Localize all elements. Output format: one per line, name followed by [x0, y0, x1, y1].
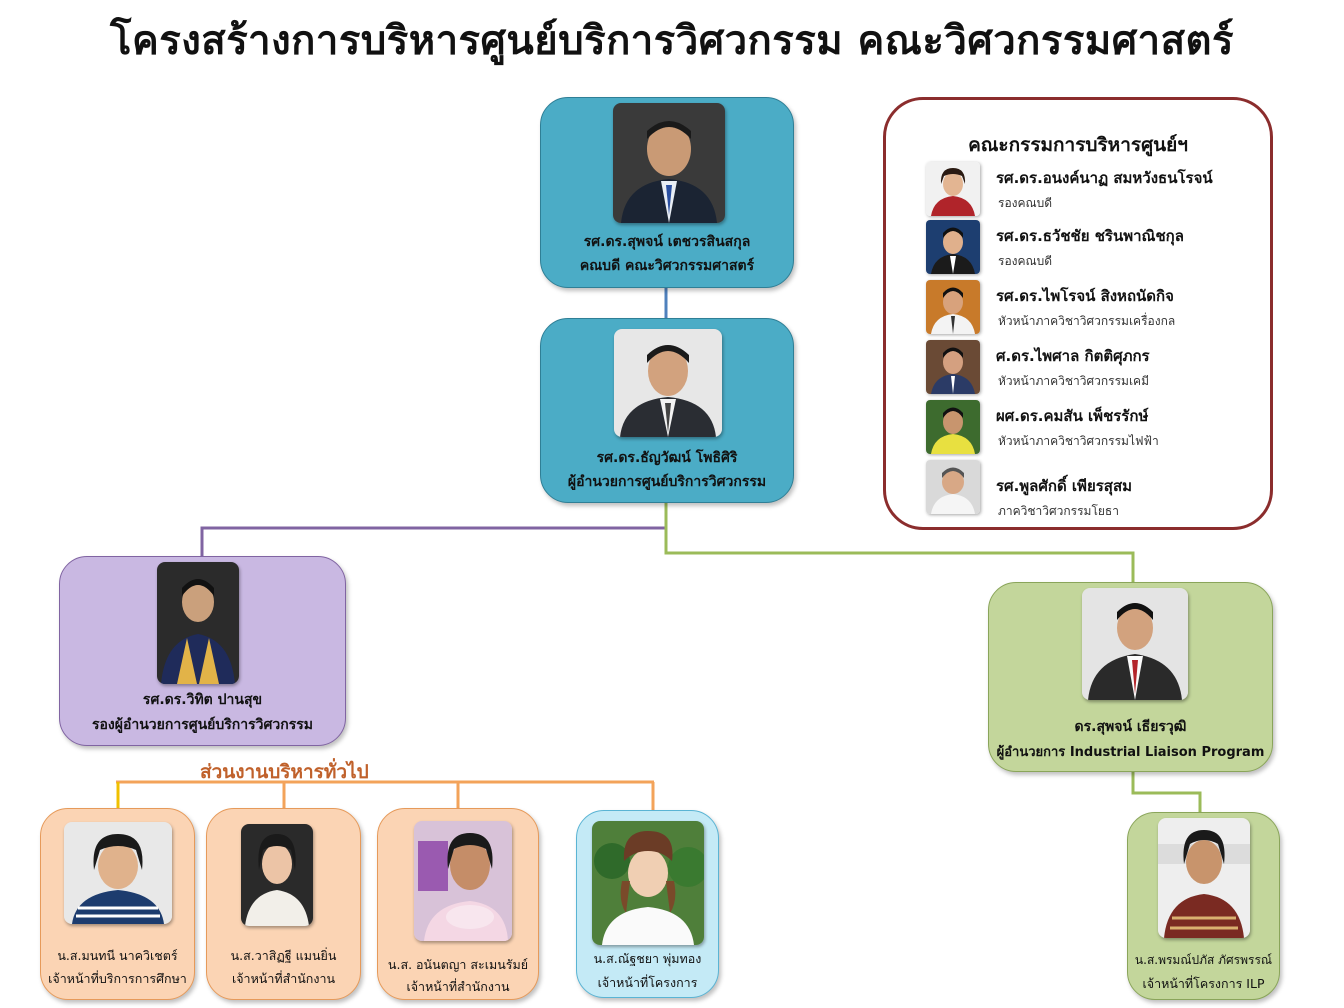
member-role: หัวหน้าภาควิชาวิศวกรรมเครื่องกล [998, 314, 1176, 328]
director-to-ilp-line [664, 503, 1135, 582]
committee-panel: คณะกรรมการบริหารศูนย์ฯ รศ.ดร.อนงค์นาฏ สม… [883, 97, 1273, 530]
ilp-photo [1082, 588, 1188, 700]
ilp-to-ilp-staff-line [1131, 772, 1202, 812]
member-role: หัวหน้าภาควิชาวิศวกรรมไฟฟ้า [998, 434, 1159, 448]
staff-photo [592, 821, 704, 945]
member-name: รศ.ดร.ไพโรจน์ สิงหถนัดกิจ [996, 287, 1174, 305]
committee-member: รศ.ดร.ธวัชชัย ชรินพาณิชกุล รองคณบดี [926, 220, 1266, 276]
member-name: ศ.ดร.ไพศาล กิตติศุภกร [996, 347, 1150, 365]
staff-name: น.ส.ณัฐชยา พุ่มทอง [593, 951, 702, 966]
general-admin-label: ส่วนงานบริหารทั่วไป [200, 761, 369, 783]
committee-title: คณะกรรมการบริหารศูนย์ฯ [968, 134, 1188, 156]
deputy-role: รองผู้อำนวยการศูนย์บริการวิศวกรรม [91, 717, 313, 733]
dean-photo [613, 103, 725, 223]
director-box: รศ.ดร.ธัญวัฒน์ โพธิศิริ ผู้อำนวยการศูนย์… [540, 318, 794, 503]
committee-member: ผศ.ดร.คมสัน เพ็ชรรักษ์ หัวหน้าภาควิชาวิศ… [926, 400, 1266, 456]
director-photo [614, 329, 722, 437]
deputy-box: รศ.ดร.วิทิต ปานสุข รองผู้อำนวยการศูนย์บร… [59, 556, 346, 746]
dean-name: รศ.ดร.สุพจน์ เตชวรสินสกุล [583, 234, 751, 250]
committee-member: รศ.ดร.ไพโรจน์ สิงหถนัดกิจ หัวหน้าภาควิชา… [926, 280, 1266, 336]
staff-photo [64, 822, 172, 924]
staff-photo [241, 824, 313, 926]
member-photo [926, 400, 980, 454]
member-photo [926, 340, 980, 394]
deputy-name: รศ.ดร.วิทิต ปานสุข [142, 692, 263, 708]
member-name: ผศ.ดร.คมสัน เพ็ชรรักษ์ [996, 407, 1149, 425]
staff-role: เจ้าหน้าที่บริการการศึกษา [48, 971, 187, 986]
committee-member: รศ.พูลศักดิ์ เพียรสุสม ภาควิชาวิศวกรรมโย… [926, 460, 1266, 518]
ilp-staff-name: น.ส.พรมณ์ปภัส ภัศรพรรณ์ [1134, 953, 1273, 967]
staff-box: น.ส.วาสิฏฐี แมนยิ่น เจ้าหน้าที่สำนักงาน [206, 808, 361, 1000]
staff-role: เจ้าหน้าที่สำนักงาน [231, 971, 336, 986]
dean-role: คณบดี คณะวิศวกรรมศาสตร์ [579, 258, 755, 274]
member-photo [926, 162, 980, 216]
staff-name: น.ส.มนทนี นาควิเชตร์ [57, 948, 178, 963]
staff-photo [414, 821, 512, 941]
ilp-staff-photo [1158, 818, 1250, 938]
director-to-deputy-line [200, 503, 668, 556]
member-name: รศ.ดร.อนงค์นาฏ สมหวังธนโรจน์ [996, 169, 1213, 187]
member-role: รองคณบดี [998, 254, 1053, 268]
ilp-box: ดร.สุพจน์ เธียรวุฒิ ผู้อำนวยการ Industri… [988, 582, 1273, 772]
staff-box-project: น.ส.ณัฐชยา พุ่มทอง เจ้าหน้าที่โครงการ [576, 810, 719, 998]
ilp-role: ผู้อำนวยการ Industrial Liaison Program [996, 745, 1265, 760]
deputy-photo [157, 562, 239, 684]
member-photo [926, 460, 980, 514]
page-title: โครงสร้างการบริหารศูนย์บริการวิศวกรรม คณ… [110, 18, 1234, 64]
member-photo [926, 280, 980, 334]
staff-role: เจ้าหน้าที่โครงการ [597, 975, 698, 990]
staff-box: น.ส.มนทนี นาควิเชตร์ เจ้าหน้าที่บริการกา… [40, 808, 195, 1000]
member-role: รองคณบดี [998, 196, 1053, 210]
member-role: ภาควิชาวิศวกรรมโยธา [998, 504, 1119, 518]
staff-name: น.ส. อนันตญา สะเมนรัมย์ [387, 957, 529, 972]
director-name: รศ.ดร.ธัญวัฒน์ โพธิศิริ [596, 450, 738, 466]
ilp-name: ดร.สุพจน์ เธียรวุฒิ [1074, 719, 1187, 735]
member-photo [926, 220, 980, 274]
member-name: รศ.พูลศักดิ์ เพียรสุสม [996, 477, 1132, 495]
director-role: ผู้อำนวยการศูนย์บริการวิศวกรรม [567, 474, 767, 490]
committee-member: รศ.ดร.อนงค์นาฏ สมหวังธนโรจน์ รองคณบดี [926, 162, 1266, 218]
ilp-staff-box: น.ส.พรมณ์ปภัส ภัศรพรรณ์ เจ้าหน้าที่โครงก… [1127, 812, 1280, 1000]
member-role: หัวหน้าภาควิชาวิศวกรรมเคมี [998, 374, 1149, 388]
staff-box: น.ส. อนันตญา สะเมนรัมย์ เจ้าหน้าที่สำนัก… [377, 808, 539, 1000]
ilp-staff-role: เจ้าหน้าที่โครงการ ILP [1142, 976, 1265, 991]
staff-name: น.ส.วาสิฏฐี แมนยิ่น [230, 948, 337, 963]
dean-box: รศ.ดร.สุพจน์ เตชวรสินสกุล คณบดี คณะวิศวก… [540, 97, 794, 288]
committee-member: ศ.ดร.ไพศาล กิตติศุภกร หัวหน้าภาควิชาวิศว… [926, 340, 1266, 396]
staff-role: เจ้าหน้าที่สำนักงาน [406, 979, 510, 994]
member-name: รศ.ดร.ธวัชชัย ชรินพาณิชกุล [996, 227, 1184, 245]
